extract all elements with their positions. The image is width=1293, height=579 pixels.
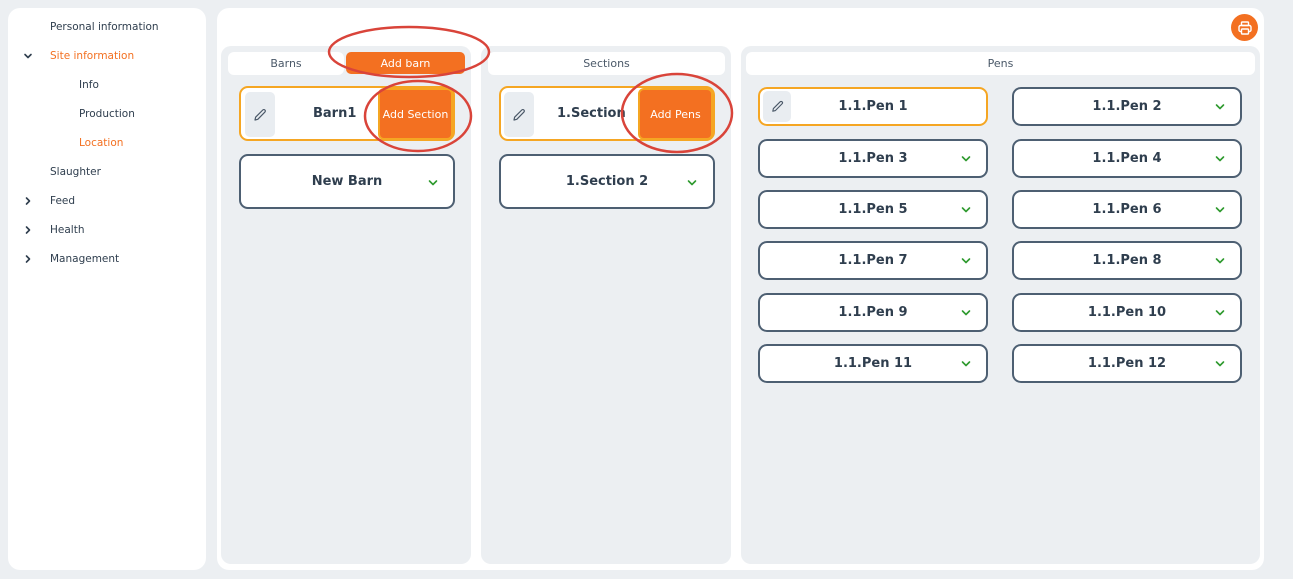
sidebar-item-label: Production — [79, 108, 135, 120]
sidebar-item-location[interactable]: Location — [79, 136, 123, 150]
sidebar-item-slaughter[interactable]: Slaughter — [50, 165, 101, 179]
pencil-icon — [254, 108, 266, 121]
section-card-label: 1.Section — [557, 106, 626, 121]
chevron-down-icon[interactable] — [959, 357, 973, 371]
chevron-down-icon[interactable] — [685, 176, 699, 190]
pen-card-label: 1.1.Pen 4 — [1092, 151, 1162, 166]
pen-card[interactable]: 1.1.Pen 3 — [758, 139, 988, 178]
section-card[interactable]: 1.Section 2 — [499, 154, 715, 209]
section-card-label: 1.Section 2 — [565, 174, 649, 189]
chevron-down-icon[interactable] — [1213, 357, 1227, 371]
sidebar-item-info[interactable]: Info — [79, 78, 99, 92]
pen-card[interactable]: 1.1.Pen 7 — [758, 241, 988, 280]
pen-card-label: 1.1.Pen 5 — [838, 202, 908, 217]
pen-card-label: 1.1.Pen 11 — [833, 356, 913, 371]
sidebar-item-label: Management — [50, 253, 120, 265]
sidebar-item-personal-information[interactable]: Personal information — [50, 20, 159, 34]
pen-card[interactable]: 1.1.Pen 8 — [1012, 241, 1242, 280]
edit-section-button[interactable] — [504, 92, 534, 137]
pen-card-label: 1.1.Pen 2 — [1092, 99, 1162, 114]
sidebar-item-production[interactable]: Production — [79, 107, 135, 121]
pen-card[interactable]: 1.1.Pen 12 — [1012, 344, 1242, 383]
barn-card-label: New Barn — [311, 174, 383, 189]
chevron-down-icon[interactable] — [1213, 203, 1227, 217]
sidebar-item-label: Slaughter — [50, 166, 101, 178]
pens-header: Pens — [746, 52, 1255, 75]
add-barn-button[interactable]: Add barn — [346, 52, 465, 74]
barns-header: Barns — [228, 52, 344, 75]
pen-card-label: 1.1.Pen 10 — [1087, 305, 1167, 320]
sidebar-item-site-information[interactable]: Site information — [50, 49, 134, 63]
pen-card[interactable]: 1.1.Pen 4 — [1012, 139, 1242, 178]
sidebar — [8, 8, 206, 570]
edit-barn-button[interactable] — [245, 92, 275, 137]
pen-card-label: 1.1.Pen 3 — [838, 151, 908, 166]
chevron-right-icon[interactable] — [23, 196, 33, 206]
sidebar-item-feed[interactable]: Feed — [50, 194, 75, 208]
pen-card-label: 1.1.Pen 7 — [838, 253, 908, 268]
pen-card-label: 1.1.Pen 12 — [1087, 356, 1167, 371]
add-pens-button[interactable]: Add Pens — [638, 88, 713, 140]
chevron-down-icon[interactable] — [959, 203, 973, 217]
chevron-down-icon[interactable] — [1213, 254, 1227, 268]
pen-card[interactable]: 1.1.Pen 11 — [758, 344, 988, 383]
sidebar-item-label: Info — [79, 79, 99, 91]
pen-card[interactable]: 1.1.Pen 5 — [758, 190, 988, 229]
chevron-down-icon[interactable] — [1213, 152, 1227, 166]
pen-card[interactable]: 1.1.Pen 10 — [1012, 293, 1242, 332]
chevron-down-icon[interactable] — [426, 176, 440, 190]
chevron-down-icon[interactable] — [23, 51, 33, 61]
pen-card-label: 1.1.Pen 9 — [838, 305, 908, 320]
pen-card-label: 1.1.Pen 8 — [1092, 253, 1162, 268]
pen-card-label: 1.1.Pen 6 — [1092, 202, 1162, 217]
sections-header: Sections — [488, 52, 725, 75]
edit-pen-button[interactable] — [763, 91, 791, 122]
chevron-down-icon[interactable] — [1213, 100, 1227, 114]
pen-card[interactable]: 1.1.Pen 6 — [1012, 190, 1242, 229]
barn-card[interactable]: New Barn — [239, 154, 455, 209]
print-button[interactable] — [1231, 14, 1258, 41]
sidebar-item-management[interactable]: Management — [50, 252, 119, 266]
pencil-icon — [771, 100, 783, 112]
chevron-down-icon[interactable] — [959, 254, 973, 268]
sidebar-item-label: Personal information — [50, 21, 159, 33]
sidebar-item-label: Health — [50, 224, 85, 236]
chevron-right-icon[interactable] — [23, 225, 33, 235]
chevron-down-icon[interactable] — [959, 152, 973, 166]
chevron-right-icon[interactable] — [23, 254, 33, 264]
sidebar-item-label: Location — [79, 137, 124, 149]
sidebar-item-label: Site information — [50, 50, 135, 62]
printer-icon — [1237, 20, 1252, 35]
chevron-down-icon[interactable] — [1213, 306, 1227, 320]
pen-card[interactable]: 1.1.Pen 9 — [758, 293, 988, 332]
pen-card[interactable]: 1.1.Pen 1 — [758, 87, 988, 126]
pen-card-label: 1.1.Pen 1 — [838, 99, 908, 114]
add-section-button[interactable]: Add Section — [378, 88, 453, 140]
pencil-icon — [513, 108, 525, 121]
sidebar-item-health[interactable]: Health — [50, 223, 84, 237]
pen-card[interactable]: 1.1.Pen 2 — [1012, 87, 1242, 126]
chevron-down-icon[interactable] — [959, 306, 973, 320]
barn-card-label: Barn1 — [313, 106, 357, 121]
sidebar-item-label: Feed — [50, 195, 76, 207]
